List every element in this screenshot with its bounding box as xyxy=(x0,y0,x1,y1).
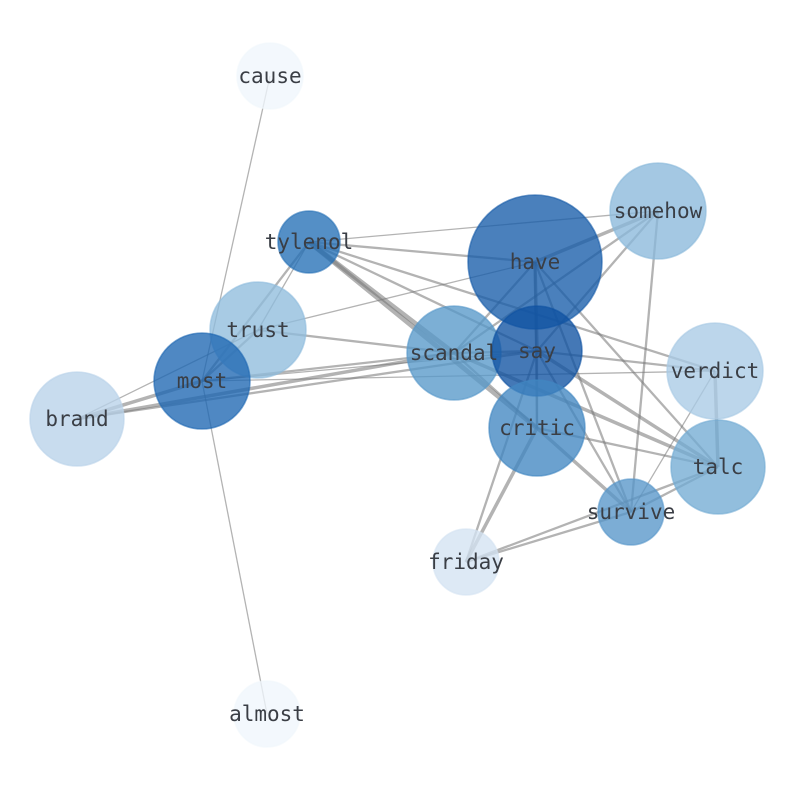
graph-node-most xyxy=(153,332,251,430)
graph-edge-survive-somehow xyxy=(629,210,660,513)
nodes-layer xyxy=(29,42,766,748)
graph-node-scandal xyxy=(406,305,502,401)
graph-node-survive xyxy=(597,478,665,546)
graph-edge-almost-most xyxy=(201,380,268,715)
graph-node-talc xyxy=(670,419,766,515)
graph-node-almost xyxy=(233,680,301,748)
graph-node-tylenol xyxy=(277,210,341,274)
graph-node-somehow xyxy=(609,162,707,260)
graph-node-cause xyxy=(236,42,304,110)
graph-node-brand xyxy=(29,371,125,467)
graph-node-critic xyxy=(488,379,586,477)
graph-node-friday xyxy=(432,528,500,596)
graph-node-verdict xyxy=(666,322,764,420)
